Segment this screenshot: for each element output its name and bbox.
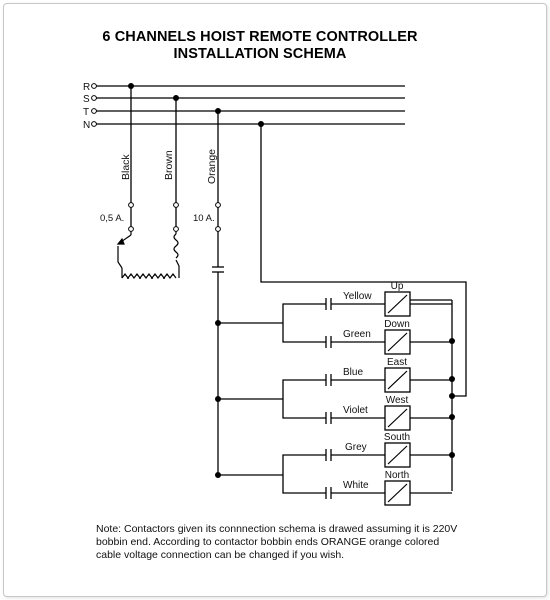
- channel-direction-label: North: [385, 470, 409, 481]
- note-line-2: bobbin end. According to contactor bobbi…: [96, 536, 440, 548]
- diagram-title-line-1: 6 CHANNELS HOIST REMOTE CONTROLLER: [102, 29, 418, 45]
- channel-row: Green Down: [290, 319, 452, 355]
- cable-drops: [130, 86, 467, 397]
- channel-wire-label: Green: [343, 329, 371, 340]
- bus-lines: [96, 85, 405, 125]
- bus-label-r: R: [83, 82, 90, 93]
- terminal-n: [91, 121, 97, 127]
- cable-label-orange: Orange: [206, 149, 218, 184]
- diagram-frame: [3, 3, 547, 597]
- terminal-s: [91, 95, 97, 101]
- terminal-r: [91, 83, 97, 89]
- cable-label-brown: Brown: [163, 150, 175, 180]
- fuse-label-orange: 10 A.: [193, 213, 215, 224]
- bus-labels: R S T N: [83, 82, 90, 131]
- channel-pair-bracket: [218, 454, 290, 494]
- channel-direction-label: South: [384, 432, 410, 443]
- channel-direction-label: West: [386, 395, 409, 406]
- channel-row: Blue East: [290, 357, 452, 393]
- bus-label-t: T: [83, 107, 89, 118]
- bus-junction-dots: [128, 83, 264, 127]
- installation-note: Note: Contactors given its connnection s…: [96, 523, 496, 562]
- transformer-circuit: [116, 231, 180, 279]
- orange-feed: [212, 231, 224, 475]
- fuse-label-black: 0,5 A.: [100, 213, 124, 224]
- channel-wire-label: Grey: [345, 442, 367, 453]
- channel-row: Yellow Up: [290, 281, 452, 317]
- terminal-t: [91, 108, 97, 114]
- channel-row: Grey South: [290, 432, 452, 468]
- channel-wire-label: Violet: [343, 405, 368, 416]
- note-line-3: cable voltage connection can be changed …: [96, 549, 345, 561]
- channel-direction-label: Down: [384, 319, 410, 330]
- channel-pair-bracket: [218, 379, 290, 419]
- bus-label-n: N: [83, 120, 90, 131]
- bus-label-s: S: [83, 94, 90, 105]
- channel-direction-label: East: [387, 357, 407, 368]
- channel-direction-label: Up: [391, 281, 404, 292]
- channel-wire-label: Yellow: [343, 291, 372, 302]
- note-line-1: Note: Contactors given its connnection s…: [96, 523, 458, 535]
- left-bus-dots: [215, 320, 221, 478]
- diagram-title-line-2: INSTALLATION SCHEMA: [173, 46, 347, 62]
- channel-pair-bracket: [218, 303, 290, 343]
- channel-row: White North: [290, 470, 452, 506]
- bus-terminals: [91, 83, 97, 127]
- channel-row: Violet West: [290, 395, 452, 431]
- channel-wire-label: White: [343, 480, 369, 491]
- right-bus-dots: [449, 338, 455, 458]
- cable-label-black: Black: [120, 154, 132, 180]
- channel-wire-label: Blue: [343, 367, 363, 378]
